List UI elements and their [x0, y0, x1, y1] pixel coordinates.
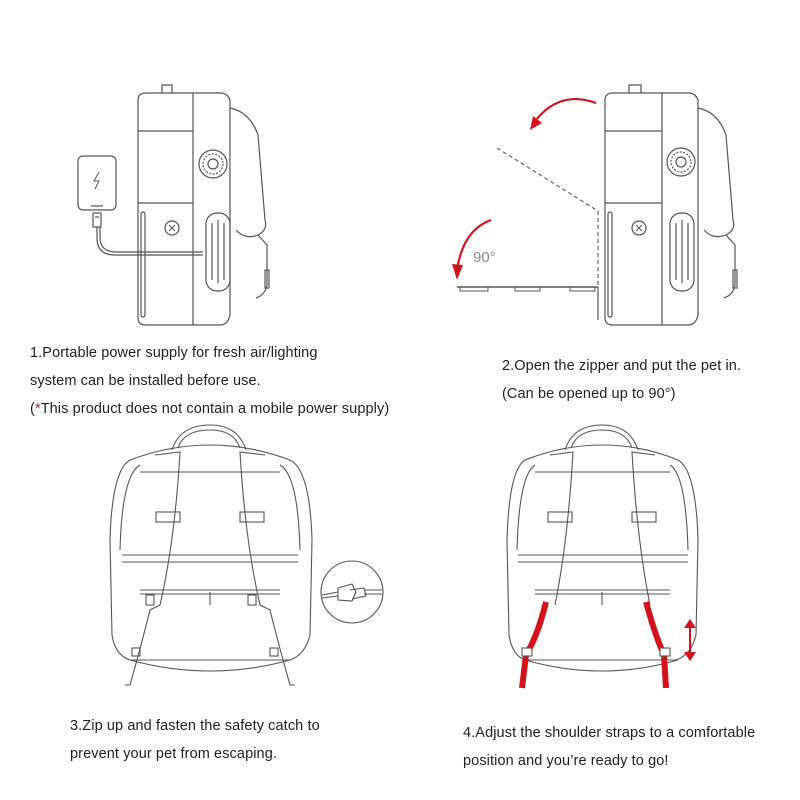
- step3-caption: 3.Zip up and fasten the safety catch to …: [70, 712, 320, 768]
- pet-carrier-side-view: [137, 84, 270, 326]
- step4-line1: 4.Adjust the shoulder straps to a comfor…: [463, 725, 756, 741]
- step2-caption: 2.Open the zipper and put the pet in. (C…: [502, 352, 741, 408]
- step2-line2: (Can be opened up to 90°): [502, 386, 676, 402]
- backpack-rear-view: [109, 424, 313, 686]
- step4-caption: 4.Adjust the shoulder straps to a comfor…: [463, 719, 755, 775]
- step4-illustration: [500, 420, 720, 700]
- step1-line1: 1.Portable power supply for fresh air/li…: [30, 345, 318, 361]
- safety-catch-detail-icon: [320, 560, 384, 624]
- step3-illustration: [100, 420, 420, 700]
- step4-line2: position and you’re ready to go!: [463, 753, 669, 769]
- rotate-arrow-icon: [452, 98, 597, 280]
- asterisk: *: [34, 401, 41, 417]
- adjustable-strap-highlight: [519, 601, 669, 689]
- step2-line1: 2.Open the zipper and put the pet in.: [502, 358, 742, 374]
- up-down-arrow-icon: [684, 619, 696, 661]
- step2-illustration: 90°: [430, 80, 770, 330]
- power-bank-icon: [77, 155, 203, 256]
- step1-line2: system can be installed before use.: [30, 373, 261, 389]
- step3-line1: 3.Zip up and fasten the safety catch to: [70, 718, 320, 734]
- step1-note: (*This product does not contain a mobile…: [30, 401, 390, 417]
- pet-carrier-side-view: [604, 84, 738, 326]
- step3-line2: prevent your pet from escaping.: [70, 746, 278, 762]
- step1-illustration: [60, 80, 300, 330]
- backpack-rear-view: [506, 424, 699, 672]
- angle-label: 90°: [473, 249, 496, 266]
- step1-caption: 1.Portable power supply for fresh air/li…: [30, 339, 389, 423]
